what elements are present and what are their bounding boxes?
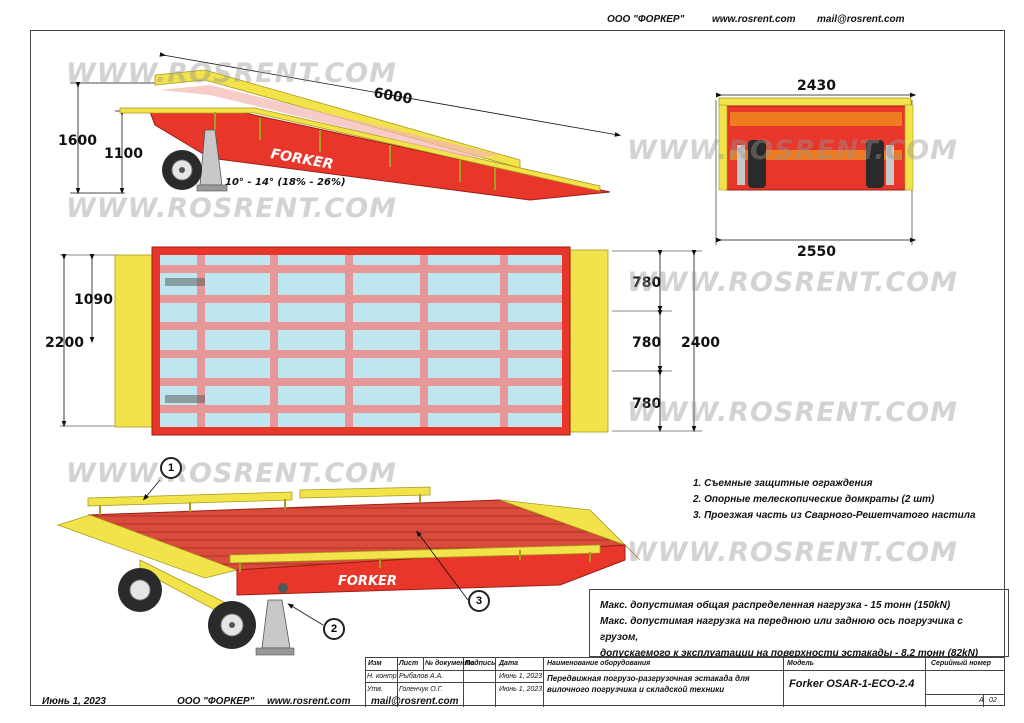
tb-col-sheet: Лист <box>399 660 419 667</box>
spec-line-2: Макс. допустимая нагрузка на переднюю ил… <box>600 616 963 643</box>
tb-row1-name: Рыбалов А.А. <box>399 673 444 680</box>
watermark: WWW.ROSRENT.COM <box>627 537 958 568</box>
tb-row2-name: Голенчук О.Г. <box>399 686 443 693</box>
tb-col-change: Изм <box>368 660 382 667</box>
tb-sheet-no: 02 <box>989 697 997 704</box>
legend-item-1: 1. Съемные защитные ограждения <box>693 478 873 489</box>
angle-label: 10° - 14° (18% - 26%) <box>225 177 346 188</box>
front-view: 2430 2550 <box>715 78 917 260</box>
callout-2: 2 <box>323 618 345 640</box>
tb-col-sign: Подпись <box>465 660 496 667</box>
dim-6000: 6000 <box>372 85 413 108</box>
top-view: 2200 1090 780 780 780 2400 <box>45 246 720 436</box>
header-email[interactable]: mail@rosrent.com <box>817 14 905 25</box>
footer-website[interactable]: www.rosrent.com <box>267 696 351 707</box>
dim-780-b: 780 <box>632 335 661 351</box>
spec-line-1: Макс. допустимая общая распределенная на… <box>600 600 951 611</box>
drawing-frame <box>30 30 1005 706</box>
dim-2400: 2400 <box>681 335 720 351</box>
tb-row2-date: Июнь 1, 2023 <box>499 686 543 693</box>
tb-equipment-name-2: вилочного погрузчика и складской техники <box>547 685 725 694</box>
watermark: WWW.ROSRENT.COM <box>627 397 958 428</box>
load-specification: Макс. допустимая общая распределенная на… <box>589 589 1009 659</box>
tb-col-docnum: № документа <box>425 660 475 667</box>
tb-equipment-header: Наименование оборудования <box>547 660 651 667</box>
header-company: ООО "ФОРКЕР" <box>607 14 685 25</box>
dim-780-a: 780 <box>632 275 661 291</box>
title-block: Изм Лист № документа Подпись Дата Н. кон… <box>365 657 1005 707</box>
tb-row1-label: Н. контр. <box>367 673 399 680</box>
dim-1100: 1100 <box>104 146 143 162</box>
callout-1: 1 <box>160 457 182 479</box>
dim-2550: 2550 <box>797 244 836 260</box>
tb-model-value: Forker OSAR-1-ECO-2.4 <box>789 678 915 690</box>
dim-2200: 2200 <box>45 335 84 351</box>
spec-line-3: допускаемого к эксплуатации на поверхнос… <box>600 648 979 659</box>
watermark: WWW.ROSRENT.COM <box>627 135 958 166</box>
legend-item-2: 2. Опорные телескопические домкраты (2 ш… <box>693 494 935 505</box>
dim-2430: 2430 <box>797 78 836 94</box>
footer-email[interactable]: mail@rosrent.com <box>371 696 459 707</box>
footer-company: ООО "ФОРКЕР" <box>177 696 255 707</box>
legend-item-3: 3. Проезжая часть из Сварного-Решетчатог… <box>693 510 976 521</box>
tb-row2-label: Утв. <box>367 686 383 693</box>
watermark: WWW.ROSRENT.COM <box>66 58 397 89</box>
tb-equipment-name-1: Передвижная погрузо-разгрузочная эстакад… <box>547 674 750 683</box>
tb-format: A <box>979 697 984 704</box>
tb-serial-header: Серийный номер <box>931 660 992 667</box>
perspective-brand-label: FORKER <box>338 574 397 589</box>
footer-date: Июнь 1, 2023 <box>42 696 106 707</box>
perspective-view: FORKER <box>56 479 641 656</box>
header-website[interactable]: www.rosrent.com <box>712 14 796 25</box>
watermark: WWW.ROSRENT.COM <box>627 267 958 298</box>
tb-row1-date: Июнь 1, 2023 <box>499 673 543 680</box>
dim-1090: 1090 <box>74 292 113 308</box>
tb-model-header: Модель <box>787 660 814 667</box>
watermark: WWW.ROSRENT.COM <box>66 193 397 224</box>
dim-780-c: 780 <box>632 396 661 412</box>
dim-1600: 1600 <box>58 133 97 149</box>
side-view: FORKER 1600 1100 6000 10° - 14° (18% - 2… <box>58 52 622 201</box>
tb-col-date: Дата <box>499 660 519 667</box>
callout-3: 3 <box>468 590 490 612</box>
watermark: WWW.ROSRENT.COM <box>66 458 397 489</box>
